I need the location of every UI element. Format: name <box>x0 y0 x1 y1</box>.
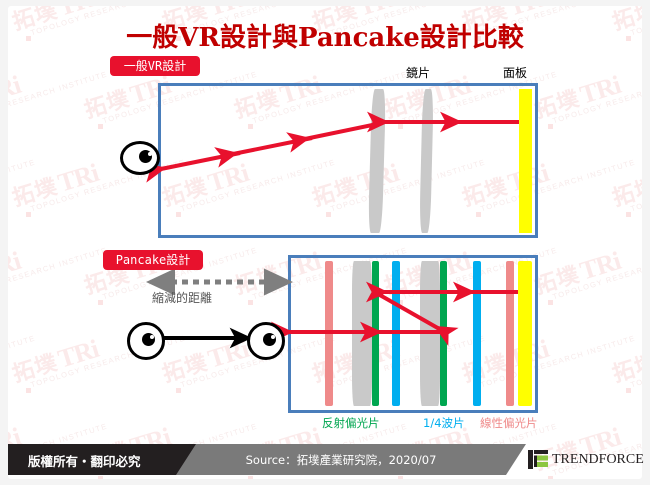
label-lens: 鏡片 <box>406 66 431 80</box>
legend-linear-polarizer: 線性偏光片 <box>480 416 538 430</box>
eye-icon-far <box>127 322 165 360</box>
badge-general-vr-design: 一般VR設計 <box>110 56 200 76</box>
footer-black-band <box>8 444 176 475</box>
eye-glint <box>150 335 154 339</box>
top-diagram-frame <box>158 83 538 238</box>
pancake-layer-display-panel <box>518 261 532 406</box>
trendforce-wordmark: TRENDFORCE <box>552 451 644 467</box>
legend-quarter-wave-plate: 1/4波片 <box>423 416 465 430</box>
footer-gray-band <box>176 444 506 475</box>
pancake-layer-quarter-wave-plate-1 <box>392 261 400 406</box>
eye-glint <box>271 335 275 339</box>
page-title: 一般VR設計與Pancake設計比較 <box>126 23 524 53</box>
eye-icon-near <box>247 322 285 360</box>
label-reduced-distance: 縮減的距離 <box>152 291 213 305</box>
display-panel-top <box>519 89 532 233</box>
pancake-layer-lens-gray-2 <box>420 261 440 406</box>
pancake-layer-linear-polarizer-2 <box>506 261 514 406</box>
pancake-layer-quarter-wave-plate-2 <box>473 261 481 406</box>
trendforce-logo: TRENDFORCE <box>528 450 644 469</box>
footer-gray-tail <box>506 444 526 475</box>
footer-source: Source：拓墣產業研究院，2020/07 <box>245 453 437 467</box>
badge-pancake-design: Pancake設計 <box>103 250 203 270</box>
pancake-layer-reflective-polarizer-2 <box>440 261 447 406</box>
footer-black-tail <box>176 444 196 475</box>
footer-copyright: 版權所有・翻印必究 <box>28 454 141 469</box>
pancake-layer-linear-polarizer <box>325 261 333 406</box>
eye-glint <box>148 152 152 156</box>
trendforce-mark-icon <box>528 450 548 469</box>
label-panel: 面板 <box>503 66 528 80</box>
legend-reflective-polarizer: 反射偏光片 <box>322 416 380 430</box>
pancake-layer-lens-gray-1 <box>352 261 372 406</box>
eye-icon-top <box>120 141 160 175</box>
footer-bar: 版權所有・翻印必究 Source：拓墣產業研究院，2020/07 TRENDFO… <box>8 444 644 475</box>
pancake-layer-reflective-polarizer <box>372 261 379 406</box>
